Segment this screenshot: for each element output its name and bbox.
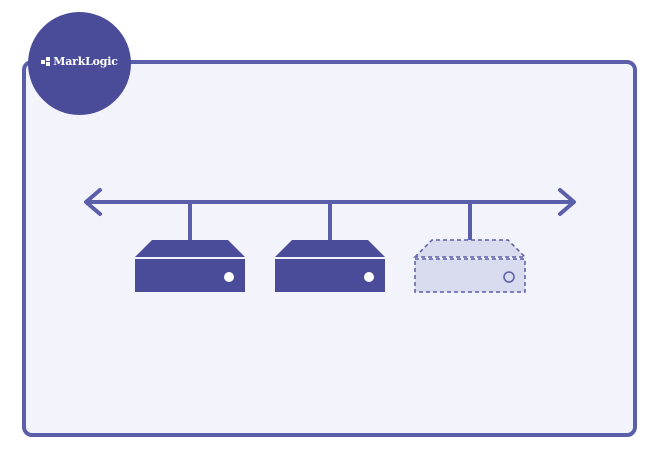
server-1-icon: [135, 240, 245, 292]
marklogic-logo-badge: MarkLogic: [28, 12, 131, 115]
logo-inner: MarkLogic: [41, 55, 118, 68]
server-2-icon: [275, 240, 385, 292]
left-arrow-icon: [84, 188, 102, 216]
marklogic-logo-mark-icon: [41, 56, 51, 67]
logo-text: MarkLogic: [53, 55, 118, 68]
server-3-placeholder-icon: [413, 239, 527, 293]
right-arrow-icon: [558, 188, 576, 216]
